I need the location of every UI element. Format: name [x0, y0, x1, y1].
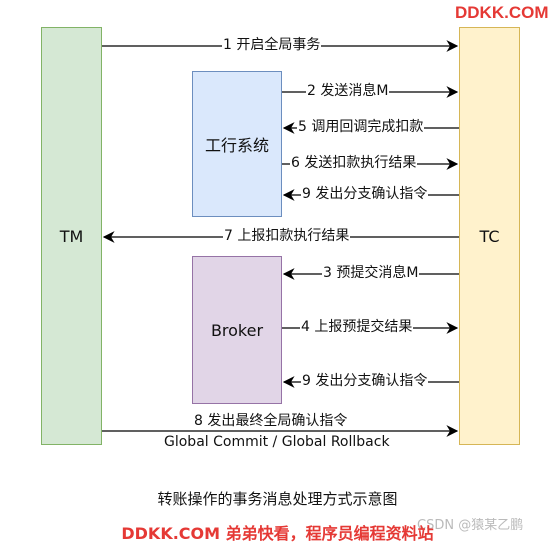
- diagram-caption: 转账操作的事务消息处理方式示意图: [157, 490, 398, 508]
- label-m5: 5 调用回调完成扣款: [297, 119, 425, 136]
- label-m2: 2 发送消息M: [306, 83, 390, 100]
- broker-box: Broker: [192, 256, 282, 404]
- label-m9a: 9 发出分支确认指令: [301, 186, 429, 203]
- icbc-box: 工行系统: [192, 71, 282, 217]
- label-m6: 6 发送扣款执行结果: [290, 155, 418, 172]
- label-m8-sub: Global Commit / Global Rollback: [163, 434, 391, 451]
- label-m7: 7 上报扣款执行结果: [223, 228, 351, 245]
- broker-label: Broker: [210, 320, 264, 340]
- tc-label: TC: [479, 226, 500, 246]
- label-m9b: 9 发出分支确认指令: [301, 373, 429, 390]
- brand-bottom: DDKK.COM 弟弟快看，程序员编程资料站: [121, 524, 434, 543]
- label-m8: 8 发出最终全局确认指令: [193, 413, 349, 430]
- csdn-watermark: CSDN @猿某乙鹏: [417, 518, 524, 533]
- label-m1: 1 开启全局事务: [222, 37, 322, 54]
- brand-top: DDKK.COM: [455, 3, 549, 22]
- tm-box: TM: [41, 27, 102, 445]
- label-m4: 4 上报预提交结果: [300, 319, 414, 336]
- label-m3: 3 预提交消息M: [322, 265, 420, 282]
- tc-box: TC: [459, 27, 520, 445]
- tm-label: TM: [59, 226, 84, 246]
- icbc-label: 工行系统: [204, 136, 269, 155]
